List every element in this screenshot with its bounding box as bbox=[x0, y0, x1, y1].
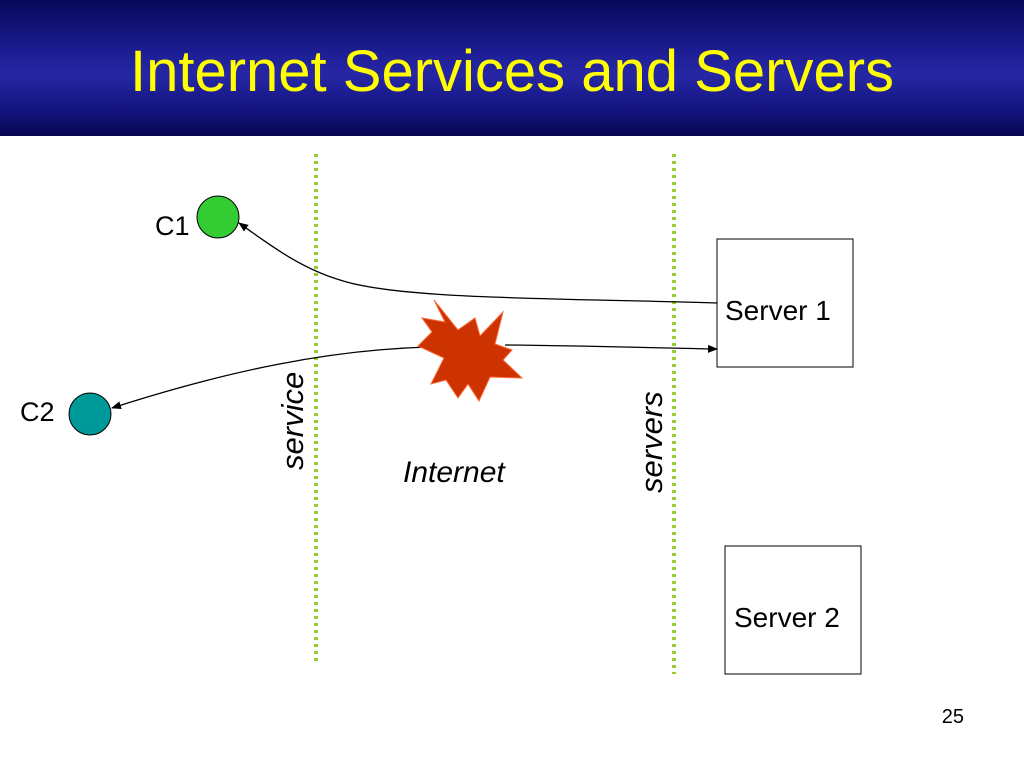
client-c2-icon[interactable] bbox=[68, 392, 112, 436]
server-1-label: Server 1 bbox=[725, 295, 831, 326]
server1-to-c1-arrow bbox=[238, 222, 718, 304]
client-c1-label: C1 bbox=[155, 211, 190, 241]
internet-to-server1-arrow bbox=[504, 344, 718, 353]
server-2-box[interactable] bbox=[724, 545, 862, 675]
server-1-box[interactable] bbox=[716, 238, 854, 368]
service-boundary-label: service bbox=[275, 372, 310, 470]
internet-burst-icon bbox=[417, 299, 524, 403]
internet-label: Internet bbox=[403, 456, 506, 489]
client-c2-label: C2 bbox=[20, 397, 55, 427]
page-number: 25 bbox=[941, 706, 964, 728]
servers-boundary-label: servers bbox=[634, 391, 669, 493]
client-c1-icon[interactable] bbox=[196, 195, 240, 239]
internet-to-c2-arrow bbox=[111, 346, 429, 410]
server-2-label: Server 2 bbox=[734, 602, 840, 633]
title-bar: Internet Services and Servers bbox=[0, 0, 1024, 136]
slide-title: Internet Services and Servers bbox=[129, 39, 895, 104]
